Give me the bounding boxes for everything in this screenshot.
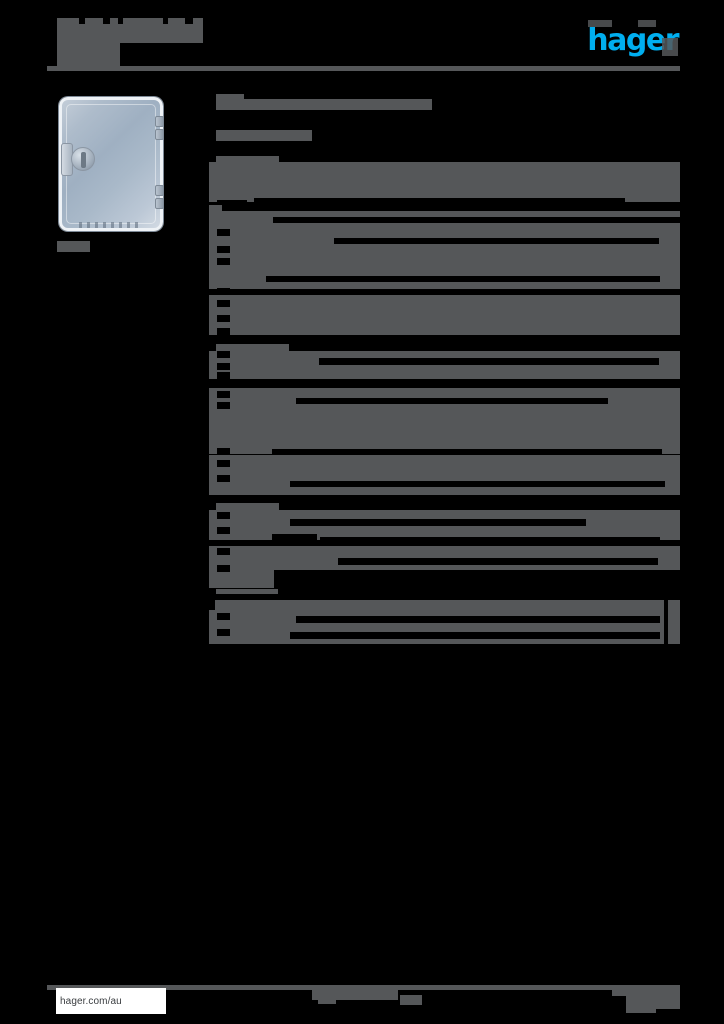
value-gap [319,358,659,365]
value-gap [217,258,230,265]
value-gap [254,198,625,203]
footer-divider [47,985,680,990]
row-separator [222,379,680,388]
door-vent [127,222,130,228]
value-gap [290,519,586,526]
section-gap [209,495,680,504]
value-gap [290,632,660,639]
section-heading [216,344,289,351]
table-row [209,574,274,588]
value-gap [217,448,230,455]
value-gap [266,276,660,282]
value-gap [217,315,230,322]
footer-url-box[interactable]: hager.com/au [56,988,166,1014]
value-gap [273,217,680,223]
value-gap [217,613,230,620]
value-gap [217,565,230,572]
value-gap [217,328,230,335]
footer-url-text: hager.com/au [60,995,122,1007]
logo-redaction-smudge-2 [638,20,656,27]
hager-logo: hager [578,20,680,56]
door-hinge [155,185,164,196]
value-gap [217,372,230,379]
value-gap [217,548,230,555]
table-row [209,162,680,202]
door-hinge [155,116,164,127]
door-vent [87,222,90,228]
value-gap [217,351,230,358]
value-gap [217,229,230,236]
logo-redaction-smudge [588,20,612,27]
value-gap [217,460,230,467]
section-gap [209,335,680,346]
value-gap [320,537,660,544]
value-gap [217,246,230,253]
row-separator [209,202,680,205]
door-vent [95,222,98,228]
value-gap [217,512,230,519]
section-gap [209,588,680,596]
value-gap [290,481,665,487]
value-gap [217,629,230,636]
value-gap [664,600,668,644]
door-vent [111,222,114,228]
table-row [209,351,680,381]
door-vent [135,222,138,228]
value-gap [296,616,660,623]
table-row [209,295,680,335]
value-gap [296,398,608,404]
value-gap [272,534,317,543]
door-knob-icon [71,147,95,171]
door-vent [119,222,122,228]
product-image [57,95,165,233]
product-subtitle [216,130,312,141]
product-image-caption [57,241,90,252]
door-vent [79,222,82,228]
value-gap [217,391,230,398]
table-row [209,455,680,495]
value-gap [217,300,230,307]
header-divider [47,66,680,71]
value-gap [217,200,247,205]
value-gap [217,527,230,534]
value-gap [272,449,662,455]
section-heading [216,503,279,513]
value-gap [338,558,658,565]
value-gap [217,363,230,370]
door-vent [103,222,106,228]
value-gap [217,402,230,409]
logo-redaction-smudge-3 [662,38,678,56]
section-heading [216,589,278,594]
door-hinge [155,198,164,209]
value-gap [334,238,659,244]
value-gap [217,475,230,482]
row-separator [222,205,680,211]
section-heading [216,156,279,162]
door-hinge [155,129,164,140]
value-gap [274,570,680,582]
value-gap [217,288,230,295]
value-gap [209,600,215,610]
